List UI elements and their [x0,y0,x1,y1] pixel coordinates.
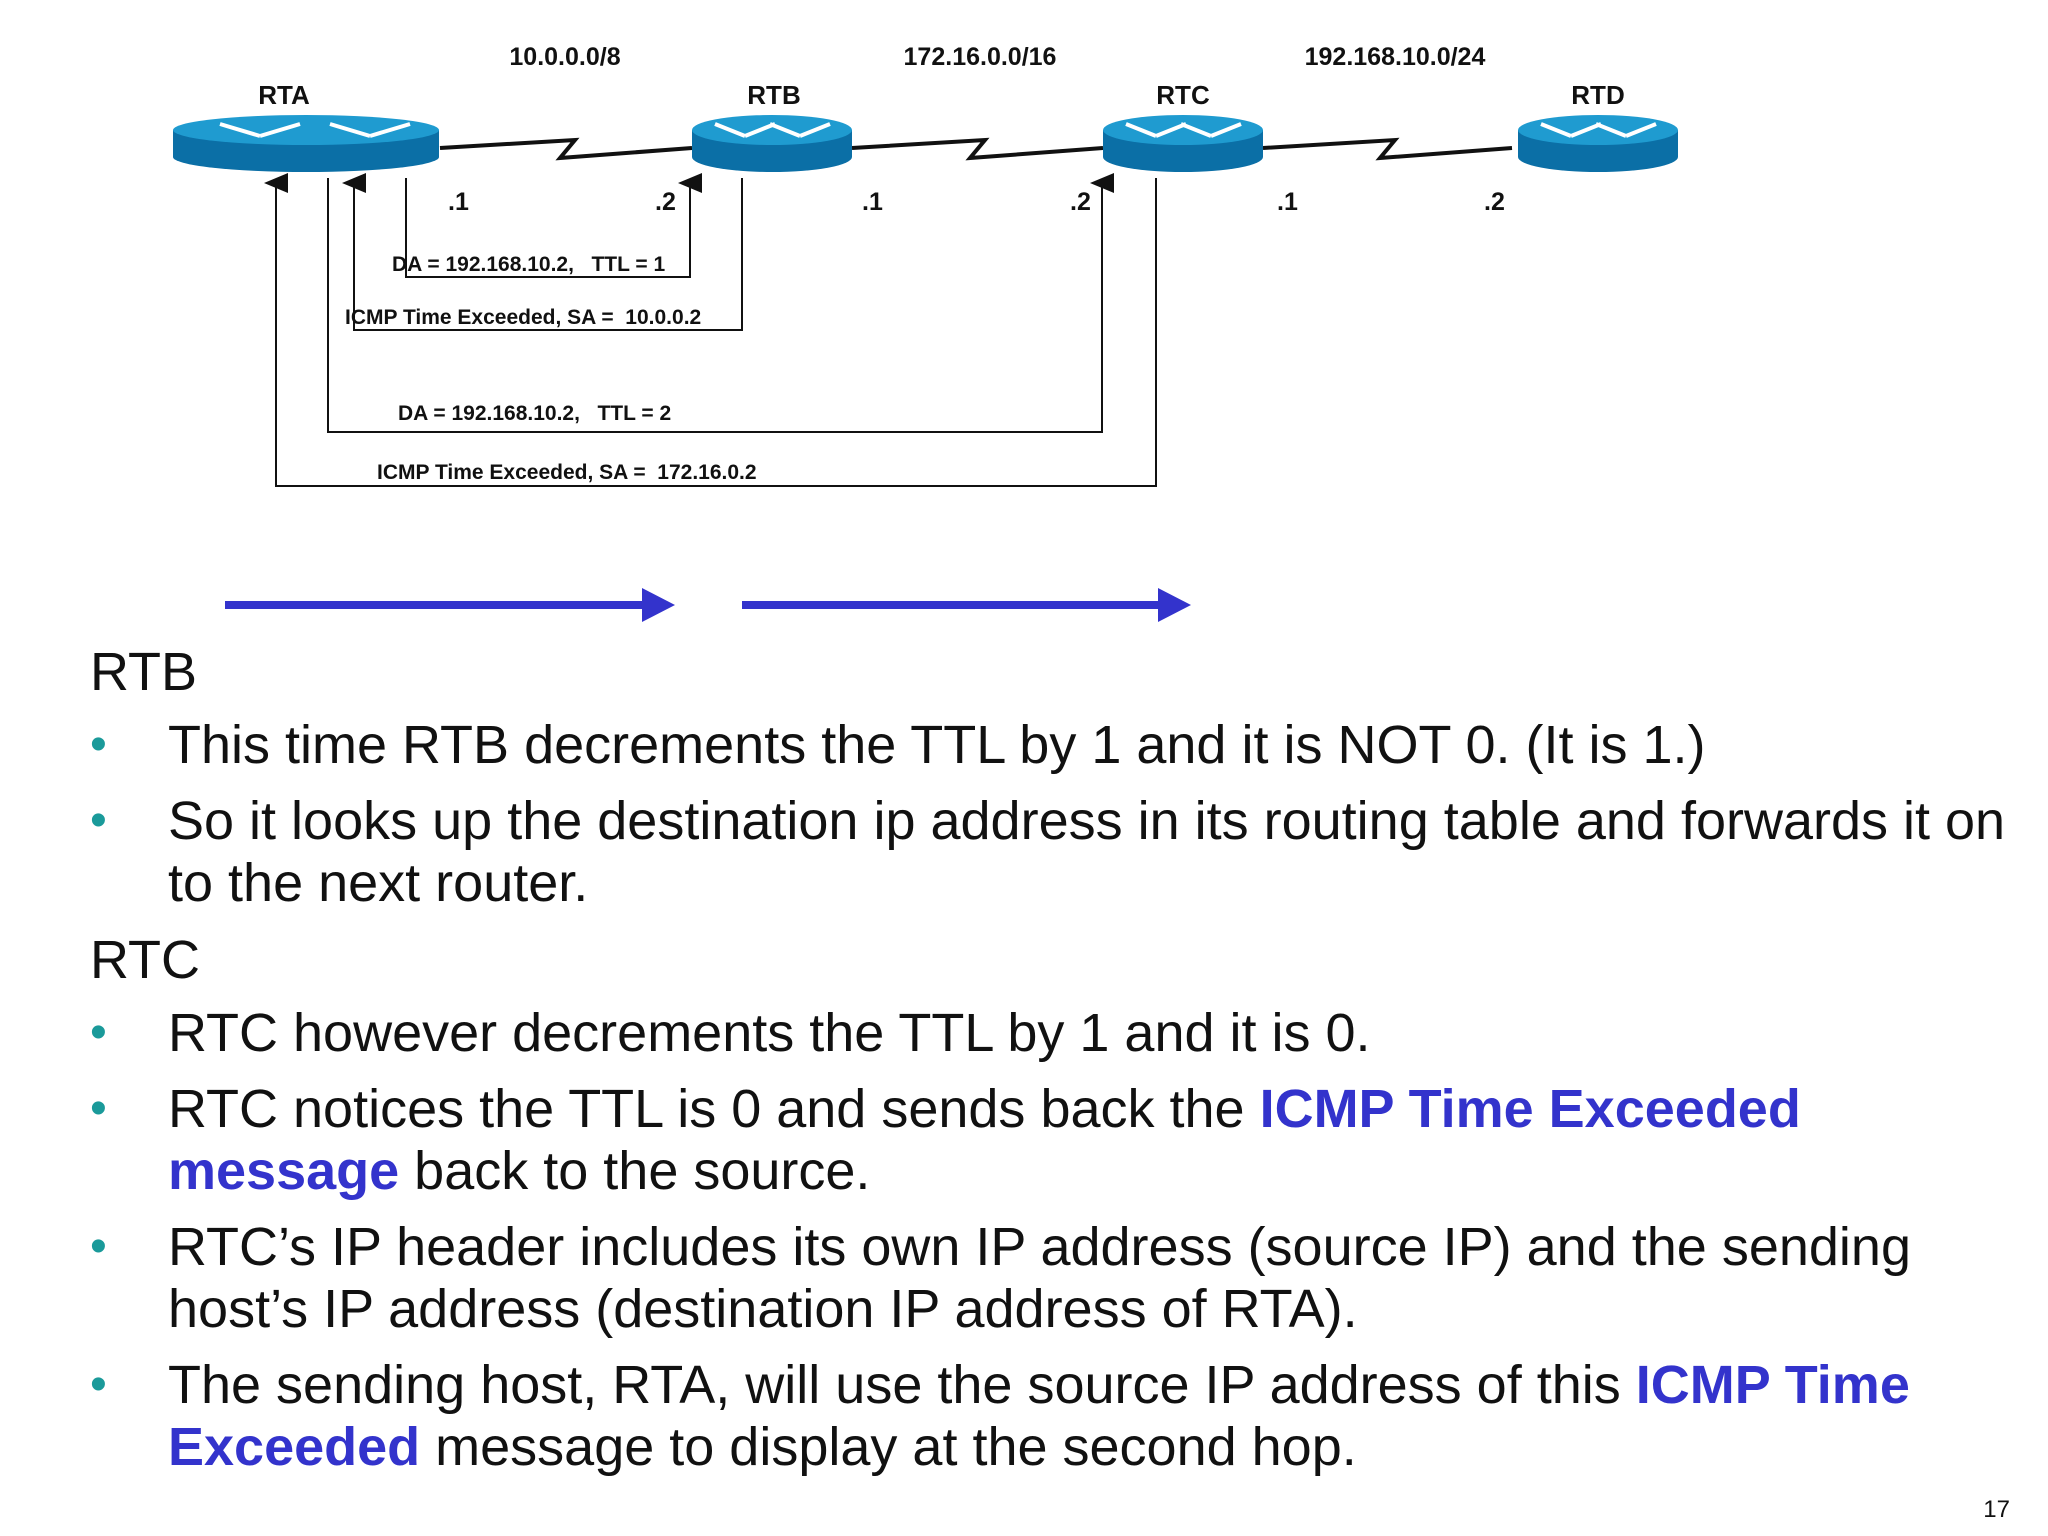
bullet-item: • RTC notices the TTL is 0 and sends back… [90,1078,2020,1202]
bullet-text: RTC however decrements the TTL by 1 and … [168,1003,1371,1063]
bullet-item: • RTC however decrements the TTL by 1 and… [90,1002,2020,1064]
router-icon-rtc [1103,115,1263,172]
bullet-text: RTC’s IP header includes its own IP addr… [168,1217,1911,1339]
router-icon-rtd [1518,115,1678,172]
interface-label: .1 [1277,188,1298,216]
packet-path-ttl2 [327,173,1114,433]
bullet-item: • So it looks up the destination ip addre… [90,790,2020,914]
interface-label: .1 [448,188,469,216]
icmp-label-rtc: ICMP Time Exceeded, SA = 172.16.0.2 [377,461,757,484]
slide-number: 17 [1983,1496,2010,1523]
network-label-2: 172.16.0.0/16 [904,43,1057,71]
bullet-dot-icon: • [90,794,107,847]
bullet-dot-icon: • [90,1220,107,1273]
bullet-text: message to display at the second hop. [420,1417,1357,1477]
router-icon-rta [173,115,439,172]
highlighted-term: ICMP Time Exceeded [168,1355,1910,1477]
serial-link-rtb-rtc [851,137,1104,161]
router-label-rtc: RTC [1156,80,1210,110]
serial-link-rtc-rtd [1262,137,1513,161]
bullet-dot-icon: • [90,718,107,771]
packet-label-ttl2: DA = 192.168.10.2, TTL = 2 [398,402,671,425]
section-heading-rtc: RTC [90,930,201,990]
router-label-rta: RTA [258,80,310,110]
bullet-item: • This time RTB decrements the TTL by 1 a… [90,714,2020,776]
interface-label: .1 [862,188,883,216]
router-label-rtd: RTD [1571,80,1624,110]
bullet-text: back to the source. [399,1141,871,1201]
bullet-item: • RTC’s IP header includes its own IP add… [90,1216,2020,1340]
bullet-text: So it looks up the destination ip addres… [168,791,2006,913]
bullet-item: • The sending host, RTA, will use the sou… [90,1354,2020,1478]
interface-label: .2 [1070,188,1091,216]
icmp-return-path-rtb [342,173,743,331]
highlighted-term: ICMP Time Exceeded message [168,1079,1801,1201]
router-icon-rtb [692,115,852,172]
bullet-list: • This time RTB decrements the TTL by 1 a… [90,714,2020,914]
network-diagram: 10.0.0.0/8 172.16.0.0/16 192.168.10.0/24… [173,43,1678,622]
serial-link-rta-rtb [439,137,693,161]
interface-label: .2 [655,188,676,216]
bullet-text: This time RTB decrements the TTL by 1 an… [168,715,1706,775]
bullet-dot-icon: • [90,1006,107,1059]
network-label-3: 192.168.10.0/24 [1305,43,1486,71]
packet-path-ttl1 [405,173,702,278]
bullet-text: RTC notices the TTL is 0 and sends back … [168,1079,1260,1139]
packet-label-ttl1: DA = 192.168.10.2, TTL = 1 [392,253,665,276]
bullet-dot-icon: • [90,1082,107,1135]
bullet-dot-icon: • [90,1358,107,1411]
bullet-list: • RTC however decrements the TTL by 1 and… [90,1002,2020,1478]
slide-text: RTB • This time RTB decrements the TTL by … [90,640,2020,1492]
direction-arrow-1 [225,588,675,622]
icmp-return-path-rtc [264,173,1157,487]
bullet-text: The sending host, RTA, will use the sour… [168,1355,1636,1415]
network-label-1: 10.0.0.0/8 [509,43,620,71]
section-heading-rtb: RTB [90,642,198,702]
interface-label: .2 [1484,188,1505,216]
icmp-label-rtb: ICMP Time Exceeded, SA = 10.0.0.2 [345,306,701,329]
direction-arrow-2 [742,588,1191,622]
router-label-rtb: RTB [747,80,800,110]
